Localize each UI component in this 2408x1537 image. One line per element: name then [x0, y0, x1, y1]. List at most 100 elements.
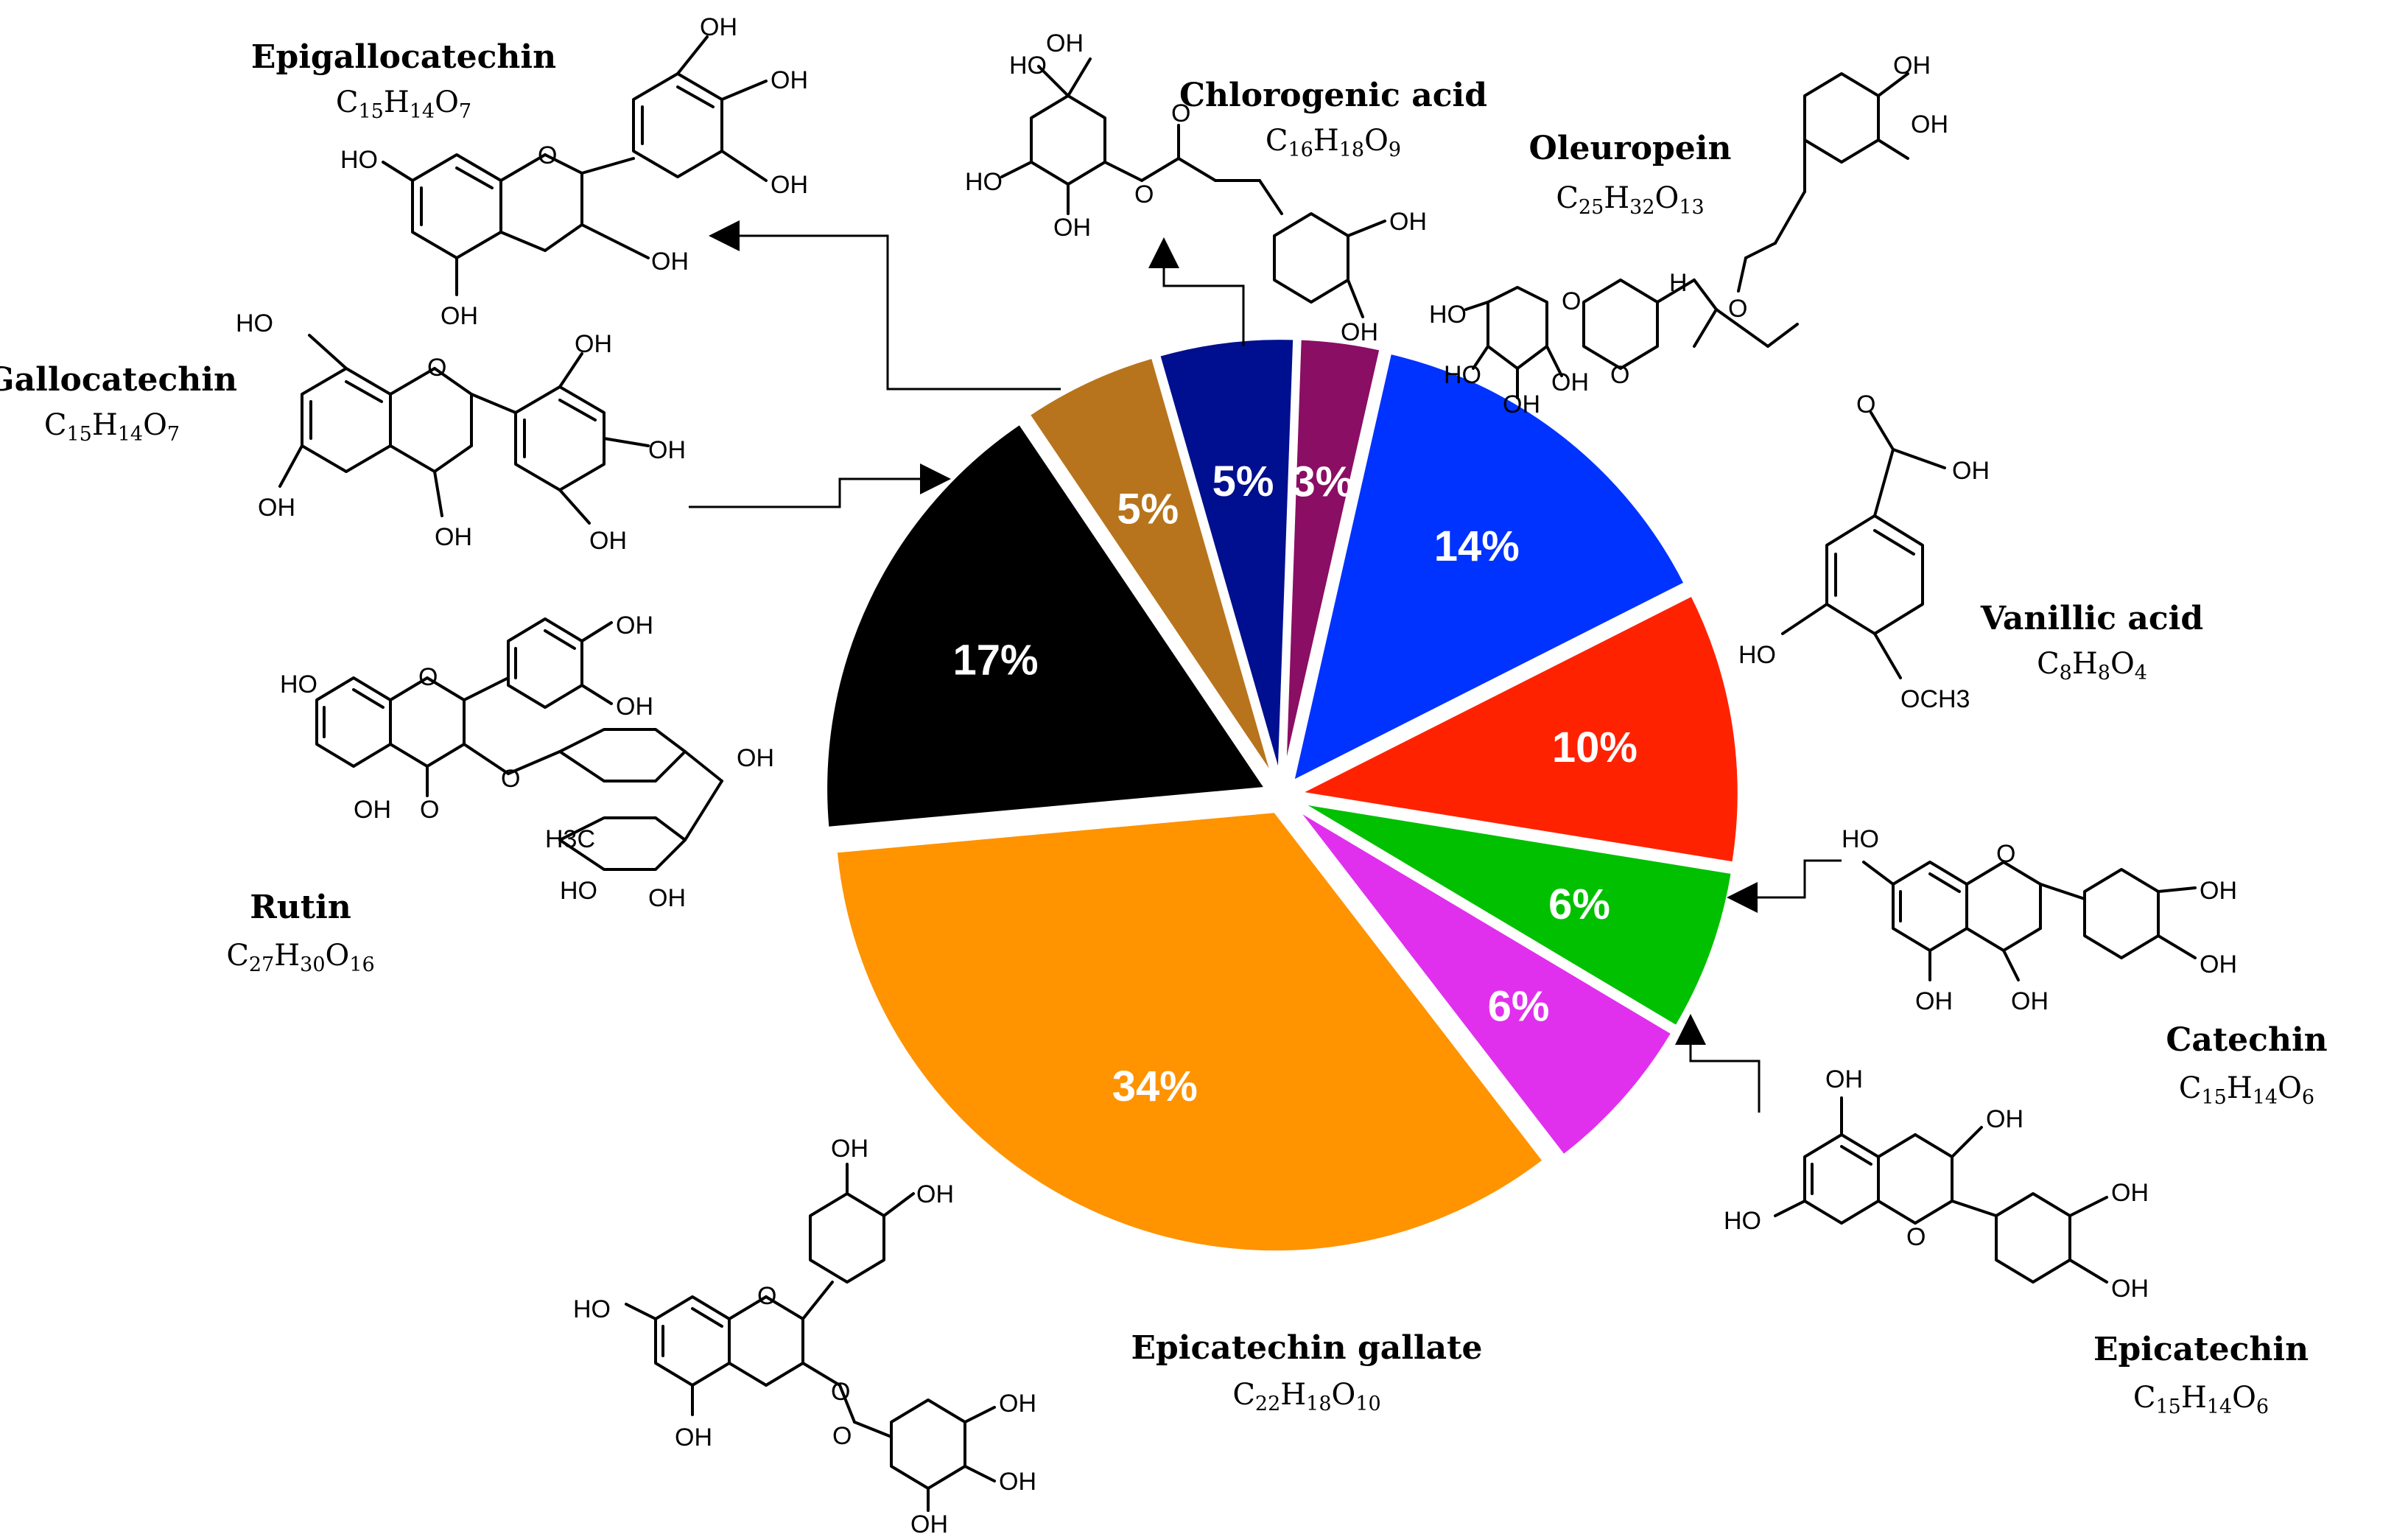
atom-label: OH: [999, 1468, 1036, 1496]
atom-label: OH: [1503, 391, 1540, 419]
atom-label: O: [427, 354, 446, 382]
atom-label: HO: [1724, 1207, 1761, 1235]
atom-label: OH: [1389, 208, 1427, 236]
structure-gallocatechin: O HO OH OH OH OH OH: [236, 309, 686, 555]
atom-label: OH: [1551, 368, 1589, 396]
atom-label: HO: [965, 168, 1003, 196]
connector-arrows: [689, 220, 1842, 1113]
structure-epicatechin: O OH HO OH OH OH: [1724, 1065, 2149, 1303]
atom-label: HO: [1842, 825, 1879, 853]
pie-percent-label: 17%: [953, 637, 1039, 685]
compound-label-rutin: Rutin C27H30O16: [226, 889, 374, 976]
atom-label: O: [757, 1282, 776, 1310]
atom-label: O: [1728, 295, 1747, 323]
pie-percent-label: 6%: [1548, 880, 1610, 928]
atom-label: O: [1906, 1223, 1926, 1251]
structure-chlorogenic: OH HO O O HO OH OH OH: [965, 29, 1427, 346]
atom-label: OH: [1825, 1065, 1863, 1093]
atom-label: HO: [280, 671, 317, 699]
atom-label: OH: [1952, 457, 1990, 485]
compound-label-epicatechin: Epicatechin C15H14O6: [2093, 1331, 2309, 1418]
compound-name: Oleuropein: [1528, 130, 1731, 167]
compound-name: Epicatechin gallate: [1131, 1329, 1483, 1367]
atom-label: OH: [435, 523, 472, 551]
atom-label: H3C: [545, 825, 595, 853]
atom-label: HO: [573, 1295, 611, 1323]
atom-label: OH: [616, 612, 653, 640]
atom-label: HO: [1738, 641, 1776, 669]
atom-label: OH: [1986, 1105, 2023, 1133]
compound-formula: C16H18O9: [1266, 124, 1401, 161]
pie-percent-label: 3%: [1291, 458, 1353, 506]
atom-label: OH: [2111, 1179, 2149, 1207]
compound-label-oleuropein: Oleuropein C25H32O13: [1528, 130, 1731, 219]
arrow-gallocatechin: [689, 463, 951, 508]
atom-label: O: [418, 663, 438, 691]
compound-label-epicatechin-gallate: Epicatechin gallate C22H18O10: [1131, 1329, 1483, 1415]
atom-label: OH: [999, 1390, 1036, 1418]
compound-name: Vanillic acid: [1980, 600, 2203, 637]
compound-formula: C15H14O6: [2179, 1071, 2314, 1109]
compound-label-epigallocatechin: Epigallocatechin C15H14O7: [251, 38, 556, 123]
atom-label: OCH3: [1900, 685, 1970, 713]
compound-name: Rutin: [250, 889, 351, 926]
atom-label: OH: [2200, 877, 2237, 905]
atom-label: HO: [1429, 301, 1467, 329]
structure-epigallocatechin: O OH OH OH OH HO OH: [340, 13, 808, 330]
pie-percent-labels: 3%14%10%6%6%34%17%5%5%: [953, 458, 1637, 1110]
structure-vanillic: O OH HO OCH3: [1738, 391, 1990, 713]
atom-label: OH: [1053, 214, 1091, 242]
atom-label: OH: [354, 796, 391, 824]
compound-label-gallocatechin: Gallocatechin C15H14O7: [0, 361, 237, 446]
compound-formula: C27H30O16: [226, 939, 374, 976]
pie-percent-label: 14%: [1434, 522, 1520, 570]
arrow-chlorogenic: [1148, 237, 1245, 346]
atom-label: OH: [916, 1180, 954, 1208]
atom-label: HO: [1444, 361, 1481, 389]
atom-label: O: [1610, 361, 1629, 389]
compound-formula: C15H14O6: [2133, 1381, 2269, 1418]
pie-slice-chlorogenic-acid: [1281, 335, 1385, 780]
arrow-catechin: [1727, 859, 1842, 913]
compound-formula: C25H32O13: [1556, 181, 1704, 219]
structure-oleuropein: OH OH O H O O HO HO OH OH: [1429, 52, 1948, 419]
atom-label: OH: [575, 330, 612, 358]
compound-name: Epigallocatechin: [251, 38, 556, 76]
pie-slice-oleuropein: [1288, 349, 1690, 788]
pie-chart: [823, 335, 1742, 1256]
atom-label: O: [420, 796, 439, 824]
atom-label: OH: [1915, 987, 1953, 1015]
compound-name: Epicatechin: [2093, 1331, 2309, 1368]
compound-label-vanillic: Vanillic acid C8H8O4: [1980, 600, 2203, 685]
structure-catechin: O HO OH OH OH OH: [1842, 825, 2237, 1015]
pie-slice-vanillic-acid: [1291, 591, 1742, 867]
atom-label: H: [1669, 269, 1688, 297]
atom-label: OH: [2011, 987, 2049, 1015]
pie-percent-label: 34%: [1112, 1062, 1198, 1110]
atom-label: OH: [1911, 111, 1948, 139]
atom-label: HO: [1009, 52, 1047, 80]
atom-label: OH: [1046, 29, 1084, 57]
pie-slice-epicatechin-gallate: [832, 808, 1548, 1256]
arrow-epicatechin: [1675, 1014, 1761, 1113]
compound-formula: C15H14O7: [44, 408, 180, 446]
compound-label-chlorogenic: Chlorogenic acid C16H18O9: [1179, 77, 1487, 161]
compound-label-catechin: Catechin C15H14O6: [2166, 1021, 2327, 1109]
atom-label: OH: [440, 302, 478, 330]
compound-formula: C22H18O10: [1232, 1378, 1380, 1415]
atom-label: OH: [771, 171, 808, 199]
atom-label: HO: [236, 309, 273, 337]
atom-label: OH: [910, 1510, 948, 1537]
pie-percent-label: 6%: [1488, 982, 1550, 1030]
atom-label: O: [1856, 391, 1875, 419]
atom-label: OH: [648, 436, 686, 464]
atom-label: O: [831, 1378, 850, 1406]
atom-label: OH: [1341, 318, 1378, 346]
pie-slice-epicatechin: [1292, 805, 1677, 1160]
compound-formula: C8H8O4: [2037, 647, 2147, 685]
compound-name: Chlorogenic acid: [1179, 77, 1487, 114]
atom-label: OH: [1893, 52, 1931, 80]
atom-label: OH: [2111, 1275, 2149, 1303]
atom-label: O: [1171, 99, 1190, 127]
